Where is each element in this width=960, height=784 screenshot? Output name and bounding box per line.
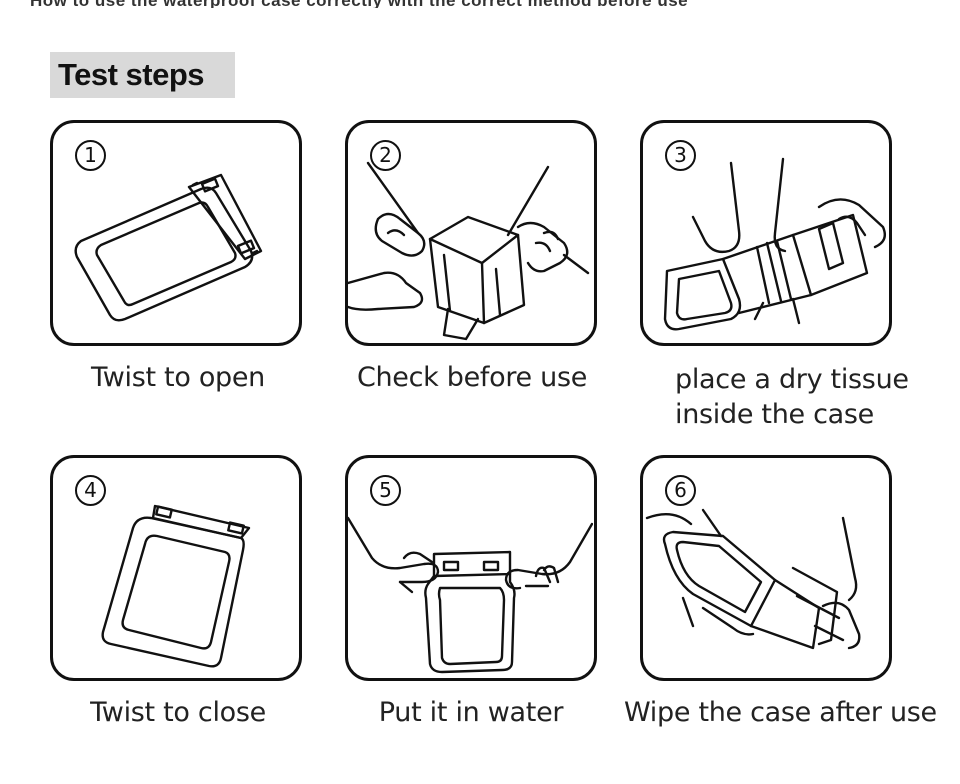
top-cropped-text-label: How to use the waterproof case correctly… xyxy=(30,0,688,8)
step-caption-3: place a dry tissue inside the case xyxy=(675,362,909,432)
step-card-3: 3 xyxy=(640,120,892,346)
step-card-4: 4 xyxy=(50,455,302,681)
step-number-6: 6 xyxy=(665,475,696,506)
step-card-6: 6 xyxy=(640,455,892,681)
step-number-3: 3 xyxy=(665,140,696,171)
step-number-4: 4 xyxy=(75,475,106,506)
step-caption-1: Twist to open xyxy=(28,362,328,393)
top-cropped-text: How to use the waterproof case correctly… xyxy=(0,0,960,8)
step-caption-6: Wipe the case after use xyxy=(624,697,924,728)
step-caption-2: Check before use xyxy=(322,362,622,393)
section-title: Test steps xyxy=(50,52,235,98)
step-caption-4: Twist to close xyxy=(28,697,328,728)
step-caption-3-line-1: place a dry tissue xyxy=(675,362,909,397)
step-number-2: 2 xyxy=(370,140,401,171)
step-number-5: 5 xyxy=(370,475,401,506)
step-card-5: 5 xyxy=(345,455,597,681)
step-card-2: 2 xyxy=(345,120,597,346)
step-caption-5: Put it in water xyxy=(321,697,621,728)
step-number-1: 1 xyxy=(75,140,106,171)
step-card-1: 1 xyxy=(50,120,302,346)
step-caption-3-line-2: inside the case xyxy=(675,397,909,432)
